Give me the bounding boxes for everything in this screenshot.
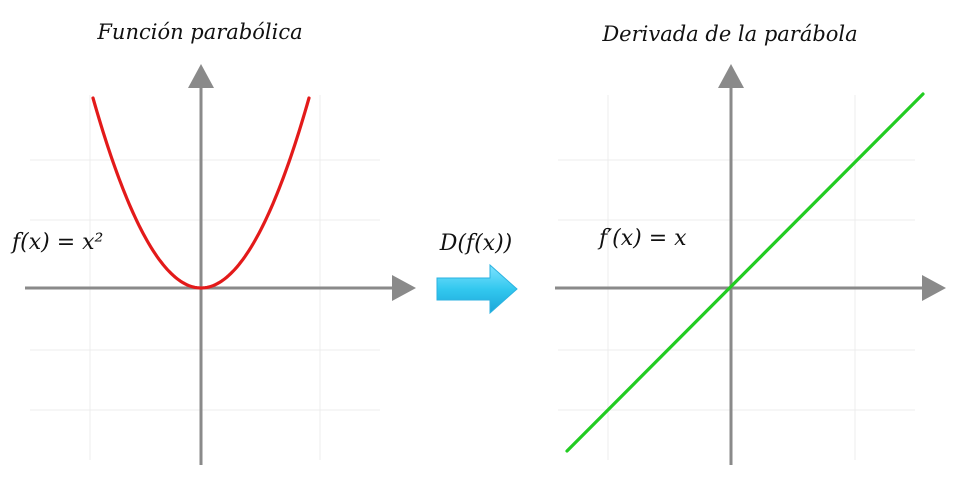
derivative-operator: D(f(x)) (436, 231, 518, 315)
left-panel-title: Función parabólica (96, 20, 302, 44)
right-panel: Derivada de la parábola f′(x) = x (555, 22, 946, 465)
parabola-curve (91, 96, 311, 290)
left-grid (30, 95, 380, 460)
right-panel-title: Derivada de la parábola (601, 22, 857, 46)
right-y-axis-arrowhead (718, 64, 744, 88)
right-grid (558, 95, 915, 460)
operator-arrow (436, 263, 518, 315)
left-x-axis-arrowhead (392, 275, 416, 301)
left-panel: Función parabólica f(x) = x² (10, 20, 416, 465)
derivative-line (565, 92, 925, 453)
left-y-axis-arrowhead (188, 64, 214, 88)
right-x-axis-arrowhead (922, 275, 946, 301)
right-formula: f′(x) = x (597, 226, 687, 251)
left-formula: f(x) = x² (10, 230, 103, 255)
operator-label: D(f(x)) (439, 231, 513, 256)
